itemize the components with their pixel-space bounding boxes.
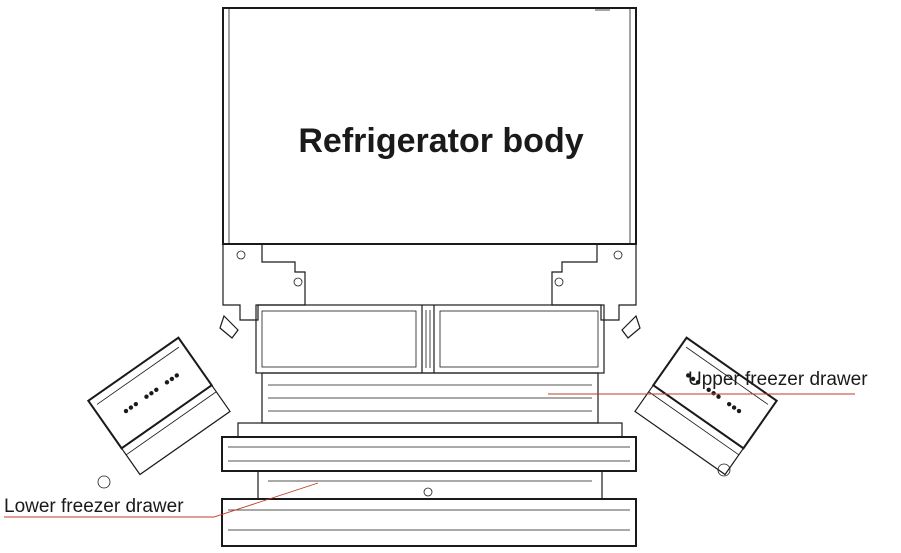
right-hinge-link	[621, 314, 641, 339]
left-hinge-bracket	[222, 244, 306, 321]
lower-drawer-callout: Lower freezer drawer	[4, 482, 319, 518]
upper-freezer-drawer	[255, 304, 605, 424]
left-door-pivot	[97, 475, 111, 489]
upper-drawer-label: Upper freezer drawer	[688, 369, 868, 390]
right-hinge-bracket	[551, 244, 637, 321]
refrigerator-body: Refrigerator body	[222, 7, 637, 245]
refrigerator-body-label: Refrigerator body	[298, 122, 583, 160]
left-hinge-link	[219, 314, 239, 339]
lower-freezer-drawer	[221, 422, 637, 547]
lower-drawer-leader	[4, 482, 319, 518]
right-door-pivot	[717, 463, 731, 477]
lower-drawer-label: Lower freezer drawer	[4, 496, 184, 517]
left-door	[86, 336, 231, 476]
upper-drawer-callout: Upper freezer drawer	[548, 369, 868, 395]
right-door	[634, 336, 779, 476]
